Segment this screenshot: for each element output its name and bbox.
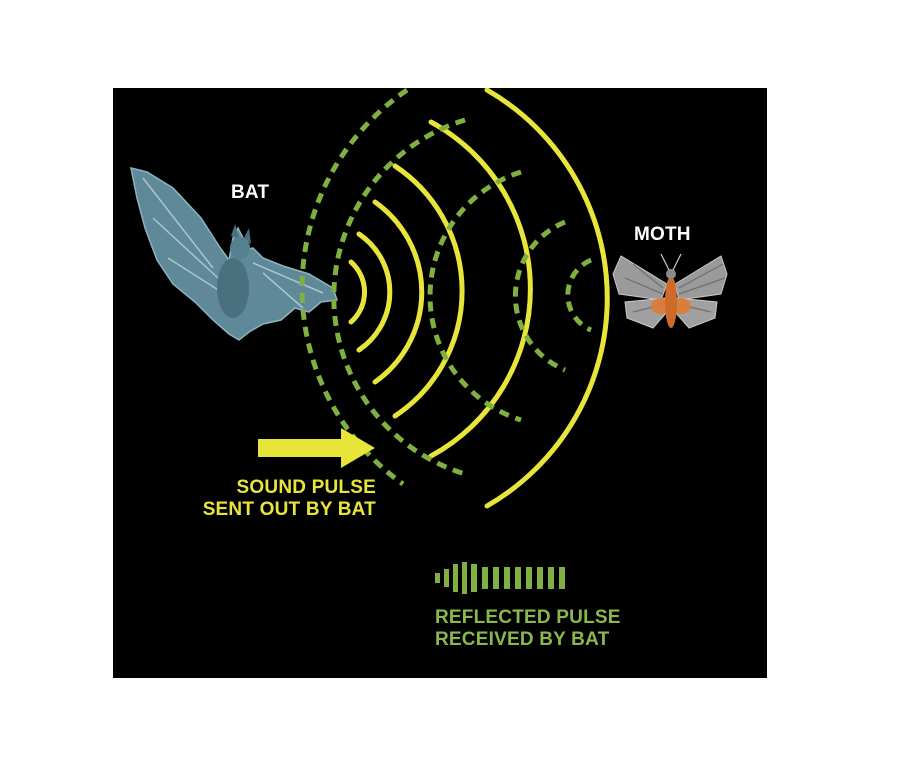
- bat-illustration: [130, 166, 339, 341]
- reflected-pulse-waves: [299, 88, 593, 487]
- bat-label: BAT: [231, 182, 270, 203]
- sound-pulse-label-line-2: SENT OUT BY BAT: [202, 499, 376, 520]
- diagram-panel: BAT MOTH SOUND PULSE SENT OUT BY BAT REF…: [113, 88, 767, 678]
- moth-illustration: [612, 253, 728, 329]
- right-arrow-icon: [258, 428, 375, 468]
- reflected-pulse-label-line-2: RECEIVED BY BAT: [435, 629, 610, 650]
- moth-label: MOTH: [634, 224, 691, 245]
- sound-pulse-label: SOUND PULSE SENT OUT BY BAT: [203, 477, 376, 521]
- left-dashed-arrow-icon: [435, 562, 565, 594]
- sound-pulse-label-line-1: SOUND PULSE: [236, 477, 376, 498]
- reflected-pulse-label: REFLECTED PULSE RECEIVED BY BAT: [435, 607, 621, 651]
- reflected-pulse-label-line-1: REFLECTED PULSE: [435, 607, 621, 628]
- sound-pulse-waves: [348, 88, 610, 509]
- echolocation-diagram: [130, 88, 728, 594]
